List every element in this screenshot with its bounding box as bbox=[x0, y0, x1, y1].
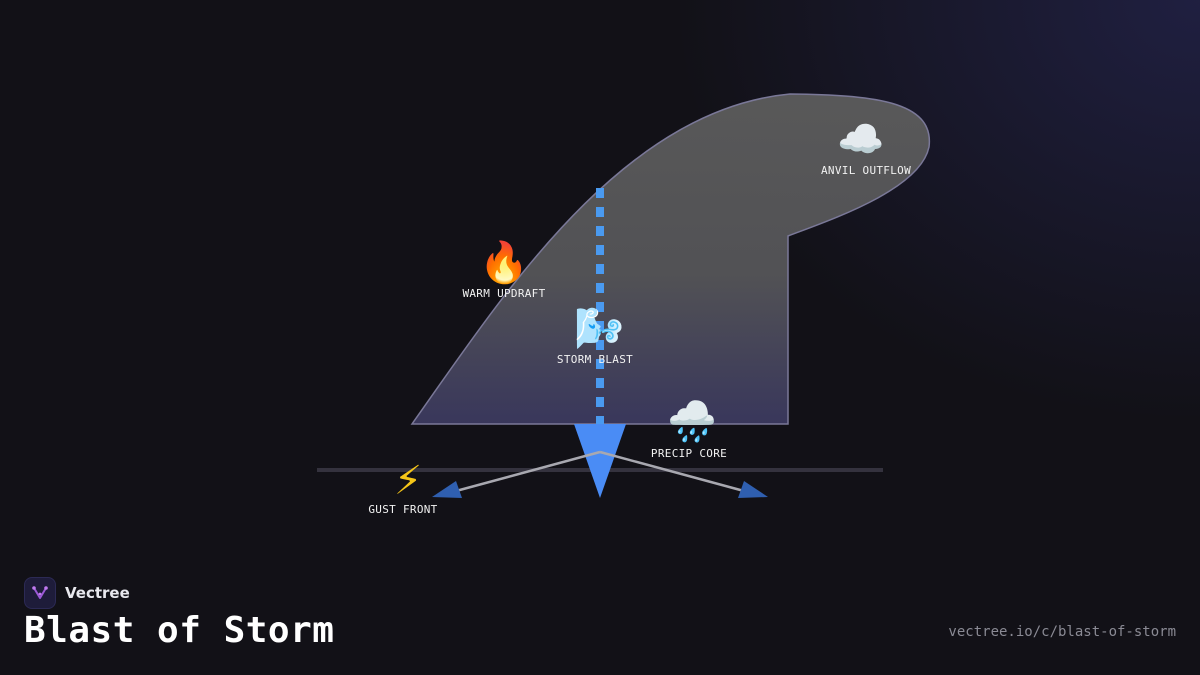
page-url[interactable]: vectree.io/c/blast-of-storm bbox=[948, 624, 1176, 640]
outflow-right-line bbox=[599, 450, 745, 493]
brand[interactable]: Vectree bbox=[24, 577, 130, 609]
label-gust-front: GUST FRONT bbox=[368, 503, 437, 516]
outflow-left-line bbox=[455, 450, 601, 493]
lightning-icon: ⚡ bbox=[394, 458, 422, 504]
cloud-icon: ☁️ bbox=[837, 117, 884, 161]
brand-name: Vectree bbox=[65, 584, 130, 602]
label-precip-core: PRECIP CORE bbox=[651, 447, 727, 460]
outflow-right-arrowhead bbox=[738, 481, 768, 498]
label-anvil-outflow: ANVIL OUTFLOW bbox=[821, 164, 911, 177]
outflow-left-arrowhead bbox=[432, 481, 462, 498]
label-warm-updraft: WARM UPDRAFT bbox=[462, 287, 545, 300]
vectree-logo-icon bbox=[24, 577, 56, 609]
fire-icon: 🔥 bbox=[479, 239, 529, 286]
rain-cloud-icon: 🌧️ bbox=[667, 397, 717, 445]
downdraft-arrow bbox=[574, 424, 626, 498]
storm-cloud-shape bbox=[410, 93, 930, 425]
label-storm-blast: STORM BLAST bbox=[557, 353, 633, 366]
wind-face-icon: 🌬️ bbox=[574, 306, 624, 352]
page-title: Blast of Storm bbox=[24, 610, 335, 651]
